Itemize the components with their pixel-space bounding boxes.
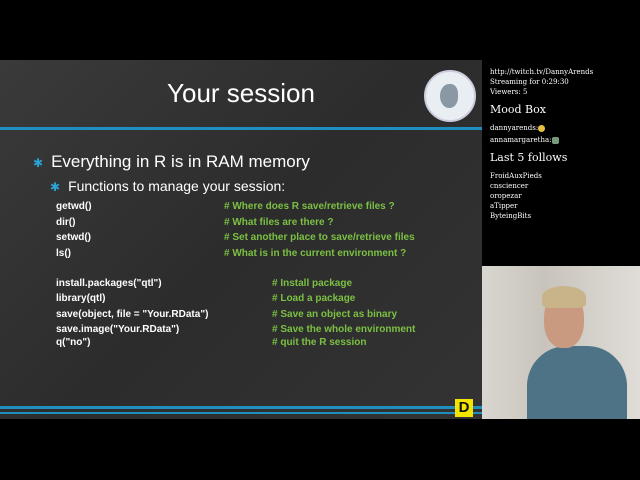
- footer-line: [0, 406, 482, 409]
- follower: ByteingBits: [490, 212, 532, 220]
- code-comment: # Save an object as binary: [272, 309, 398, 320]
- bullet-text: Functions to manage your session:: [68, 178, 286, 194]
- code-comment: # Where does R save/retrieve files ?: [224, 201, 395, 212]
- code-line: ls(): [56, 248, 71, 259]
- code-comment: # Load a package: [272, 293, 356, 304]
- robot-icon: [551, 136, 559, 144]
- stream-duration: Streaming for 0:29:30: [490, 78, 569, 86]
- d-logo: D: [455, 399, 473, 417]
- follower: oropezar: [490, 192, 522, 200]
- slide-title: Your session: [167, 78, 315, 108]
- code-line: q("no"): [56, 337, 91, 348]
- mood-entry: dannyarends:: [490, 123, 593, 133]
- mood-box-title: Mood Box: [490, 103, 546, 116]
- code-line: save.image("Your.RData"): [56, 324, 180, 335]
- code-comment: # Install package: [272, 278, 353, 289]
- bullet-level1: ✱ Everything in R is in RAM memory: [33, 152, 310, 172]
- bullet-icon: ✱: [33, 156, 44, 170]
- code-line: setwd(): [56, 232, 91, 243]
- code-comment: # What files are there ?: [224, 217, 334, 228]
- code-line: save(object, file = "Your.RData"): [56, 309, 209, 320]
- code-comment: # Set another place to save/retrieve fil…: [224, 232, 415, 243]
- code-line: getwd(): [56, 201, 92, 212]
- bullet-level2: ✱ Functions to manage your session:: [50, 178, 285, 194]
- university-seal-logo: [424, 70, 476, 122]
- code-comment: # quit the R session: [272, 337, 367, 348]
- viewer-count: Viewers: 5: [490, 88, 528, 96]
- code-line: dir(): [56, 217, 76, 228]
- code-comment: # What is in the current environment ?: [224, 248, 407, 259]
- code-line: install.packages("qtl"): [56, 278, 162, 289]
- follower: FroidAuxPieds: [490, 172, 542, 180]
- code-line: library(qtl): [56, 293, 106, 304]
- code-comment: # Save the whole environment: [272, 324, 416, 335]
- bullet-text: Everything in R is in RAM memory: [51, 152, 310, 171]
- bullet-icon: ✱: [50, 180, 61, 194]
- webcam-feed: [482, 266, 640, 419]
- follower: cnsciencer: [490, 182, 529, 190]
- presentation-slide: Your session ✱ Everything in R is in RAM …: [0, 60, 482, 419]
- stream-info-panel: http://twitch.tv/DannyArends Streaming f…: [490, 67, 593, 221]
- footer-line: [0, 412, 482, 414]
- stream-url[interactable]: http://twitch.tv/DannyArends: [490, 68, 594, 76]
- smiley-icon: [538, 124, 546, 132]
- divider-line: [0, 127, 482, 130]
- follows-title: Last 5 follows: [490, 151, 568, 164]
- mood-entry: annamargaretha:: [490, 135, 593, 145]
- follower: aTipper: [490, 202, 518, 210]
